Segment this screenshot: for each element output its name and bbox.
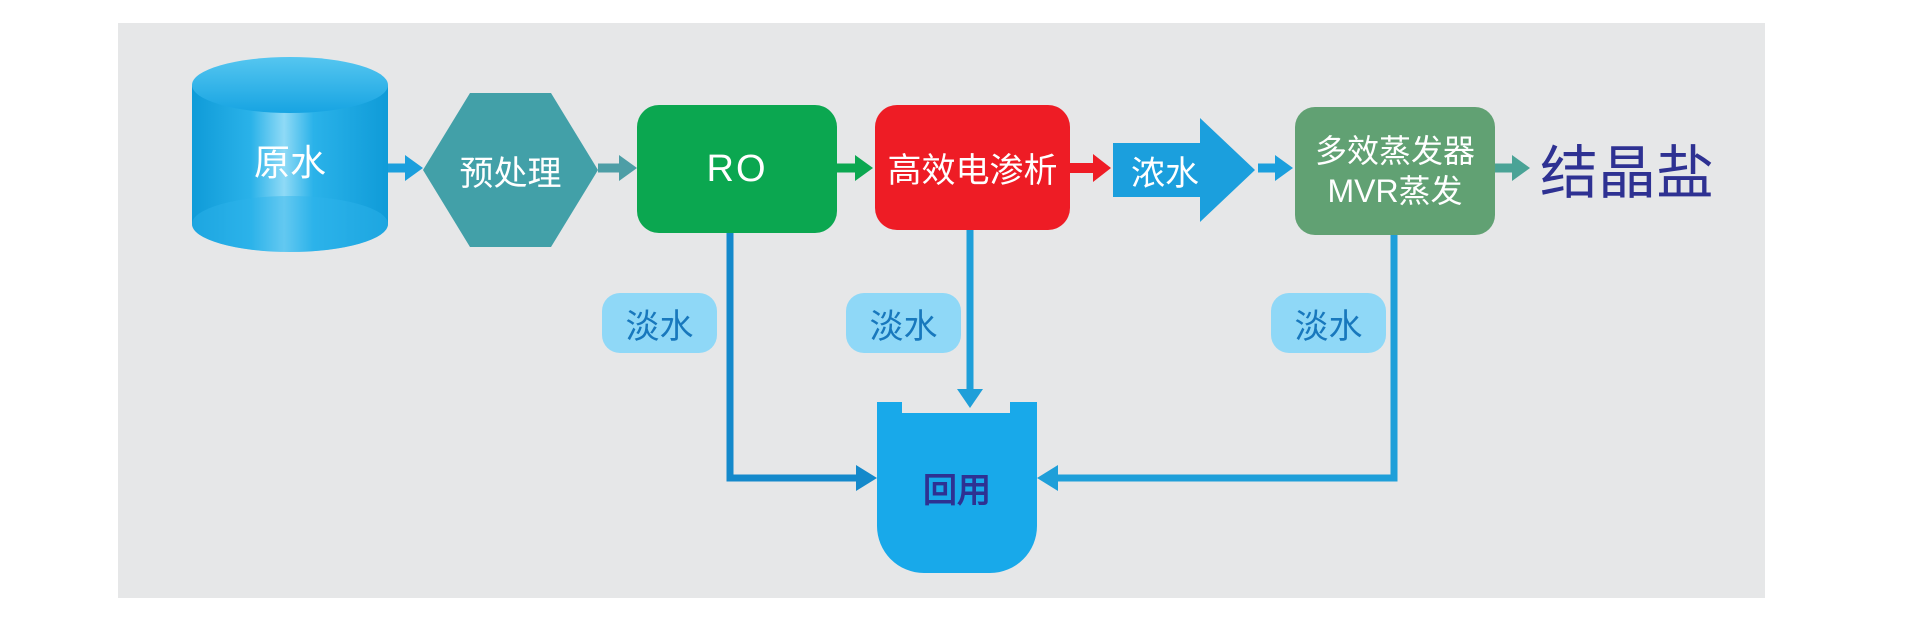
electrodialysis-box: 高效电渗析 [875,105,1070,230]
evaporator-box: 多效蒸发器 MVR蒸发 [1295,107,1495,235]
fresh-water-label: 淡水 [625,307,694,346]
fresh-water-label: 淡水 [869,307,938,346]
evaporator-return-line [1037,235,1398,491]
electrodialysis-freshwater-line [957,230,983,408]
fresh-water-pill-electrodialysis: 淡水 [846,293,961,353]
arrow-pretreatment-to-ro-icon [598,155,637,181]
arrow-ro-to-electrodialysis-icon [837,155,873,181]
fresh-water-pill-evaporator: 淡水 [1271,293,1386,353]
ro-return-line [726,233,877,491]
arrow-concentrate-to-evaporator-icon [1258,155,1293,181]
pretreatment-hexagon [423,93,598,247]
fresh-water-label: 淡水 [1294,307,1363,346]
ro-label: RO [706,147,768,190]
evaporator-label-line1: 多效蒸发器 [1314,133,1475,169]
arrow-rawwater-to-pretreatment-icon [388,155,423,181]
electrodialysis-label: 高效电渗析 [887,152,1058,190]
raw-water-cylinder [192,57,388,252]
concentrate-block-arrow [1113,118,1255,222]
arrow-electrodialysis-to-concentrate-icon [1070,154,1111,182]
evaporator-label-line2: MVR蒸发 [1327,173,1463,209]
ro-box: RO [637,105,837,233]
reuse-tank [877,402,1037,573]
fresh-water-pill-ro: 淡水 [602,293,717,353]
arrow-evaporator-to-crystal-icon [1495,155,1530,181]
